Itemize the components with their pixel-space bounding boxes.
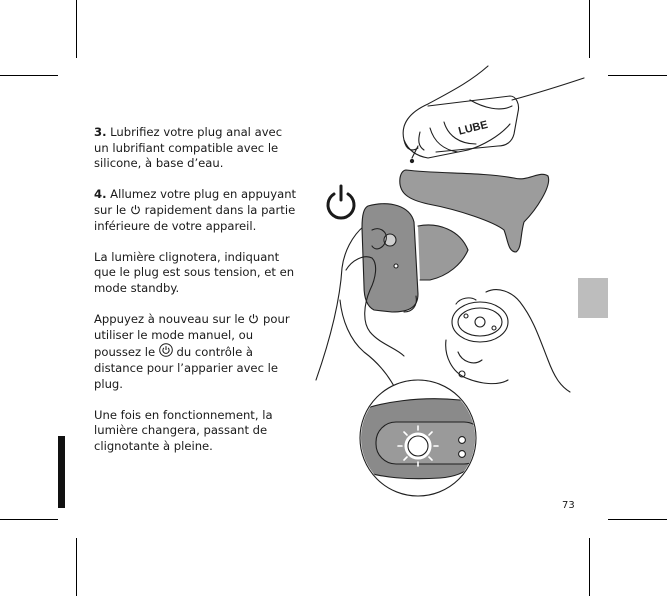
step-4-number: 4. bbox=[94, 187, 107, 202]
hand-holding-plug bbox=[315, 203, 469, 391]
crop-mark-bottom-right-h bbox=[608, 519, 667, 520]
crop-mark-top-right-h bbox=[608, 75, 667, 76]
para-final: Une fois en fonctionnement, la lumière c… bbox=[94, 407, 273, 453]
zoom-circle bbox=[359, 379, 477, 497]
step-4-text-b: rapidement dans la partie inférieure de … bbox=[94, 202, 296, 233]
crop-mark-top-left-h bbox=[0, 75, 58, 76]
step-3-text: Lubrifiez votre plug anal avec un lubrif… bbox=[94, 125, 283, 171]
para-press-c: du contrôle à distance pour l’apparier a… bbox=[94, 345, 278, 391]
power-icon bbox=[249, 314, 259, 324]
side-bar-marker bbox=[58, 436, 65, 508]
power-icon bbox=[131, 205, 140, 215]
step-4-text-a: Allumez votre plug en appuyant sur le bbox=[94, 187, 297, 217]
illustration: LUBE bbox=[315, 65, 585, 497]
lube-hand-illustration bbox=[402, 65, 585, 164]
para-press-b: pour utiliser le mode manuel, ou poussez… bbox=[94, 312, 290, 360]
big-power-icon bbox=[326, 184, 356, 220]
lube-label: LUBE bbox=[457, 119, 489, 138]
step-3: 3. Lubrifiez votre plug anal avec un lub… bbox=[94, 125, 299, 172]
crop-mark-bottom-right-v bbox=[589, 538, 590, 596]
plug-illustration bbox=[399, 169, 550, 253]
hand-with-remote bbox=[445, 289, 571, 393]
para-press: Appuyez à nouveau sur le pour utiliser l… bbox=[94, 312, 299, 392]
instructions-text: 3. Lubrifiez votre plug anal avec un lub… bbox=[94, 125, 299, 470]
step-4: 4. Allumez votre plug en appuyant sur le… bbox=[94, 187, 299, 234]
para-light: La lumière clignotera, indiquant que le … bbox=[94, 249, 295, 295]
crop-mark-bottom-left-v bbox=[76, 538, 77, 596]
chapter-tab bbox=[578, 278, 608, 318]
crop-mark-bottom-left-h bbox=[0, 519, 58, 520]
crop-mark-top-left-v bbox=[76, 0, 77, 58]
circled-power-icon bbox=[159, 343, 173, 358]
para-press-a: Appuyez à nouveau sur le bbox=[94, 312, 249, 327]
step-3-number: 3. bbox=[94, 125, 107, 139]
page-number: 73 bbox=[562, 500, 575, 511]
crop-mark-top-right-v bbox=[589, 0, 590, 58]
